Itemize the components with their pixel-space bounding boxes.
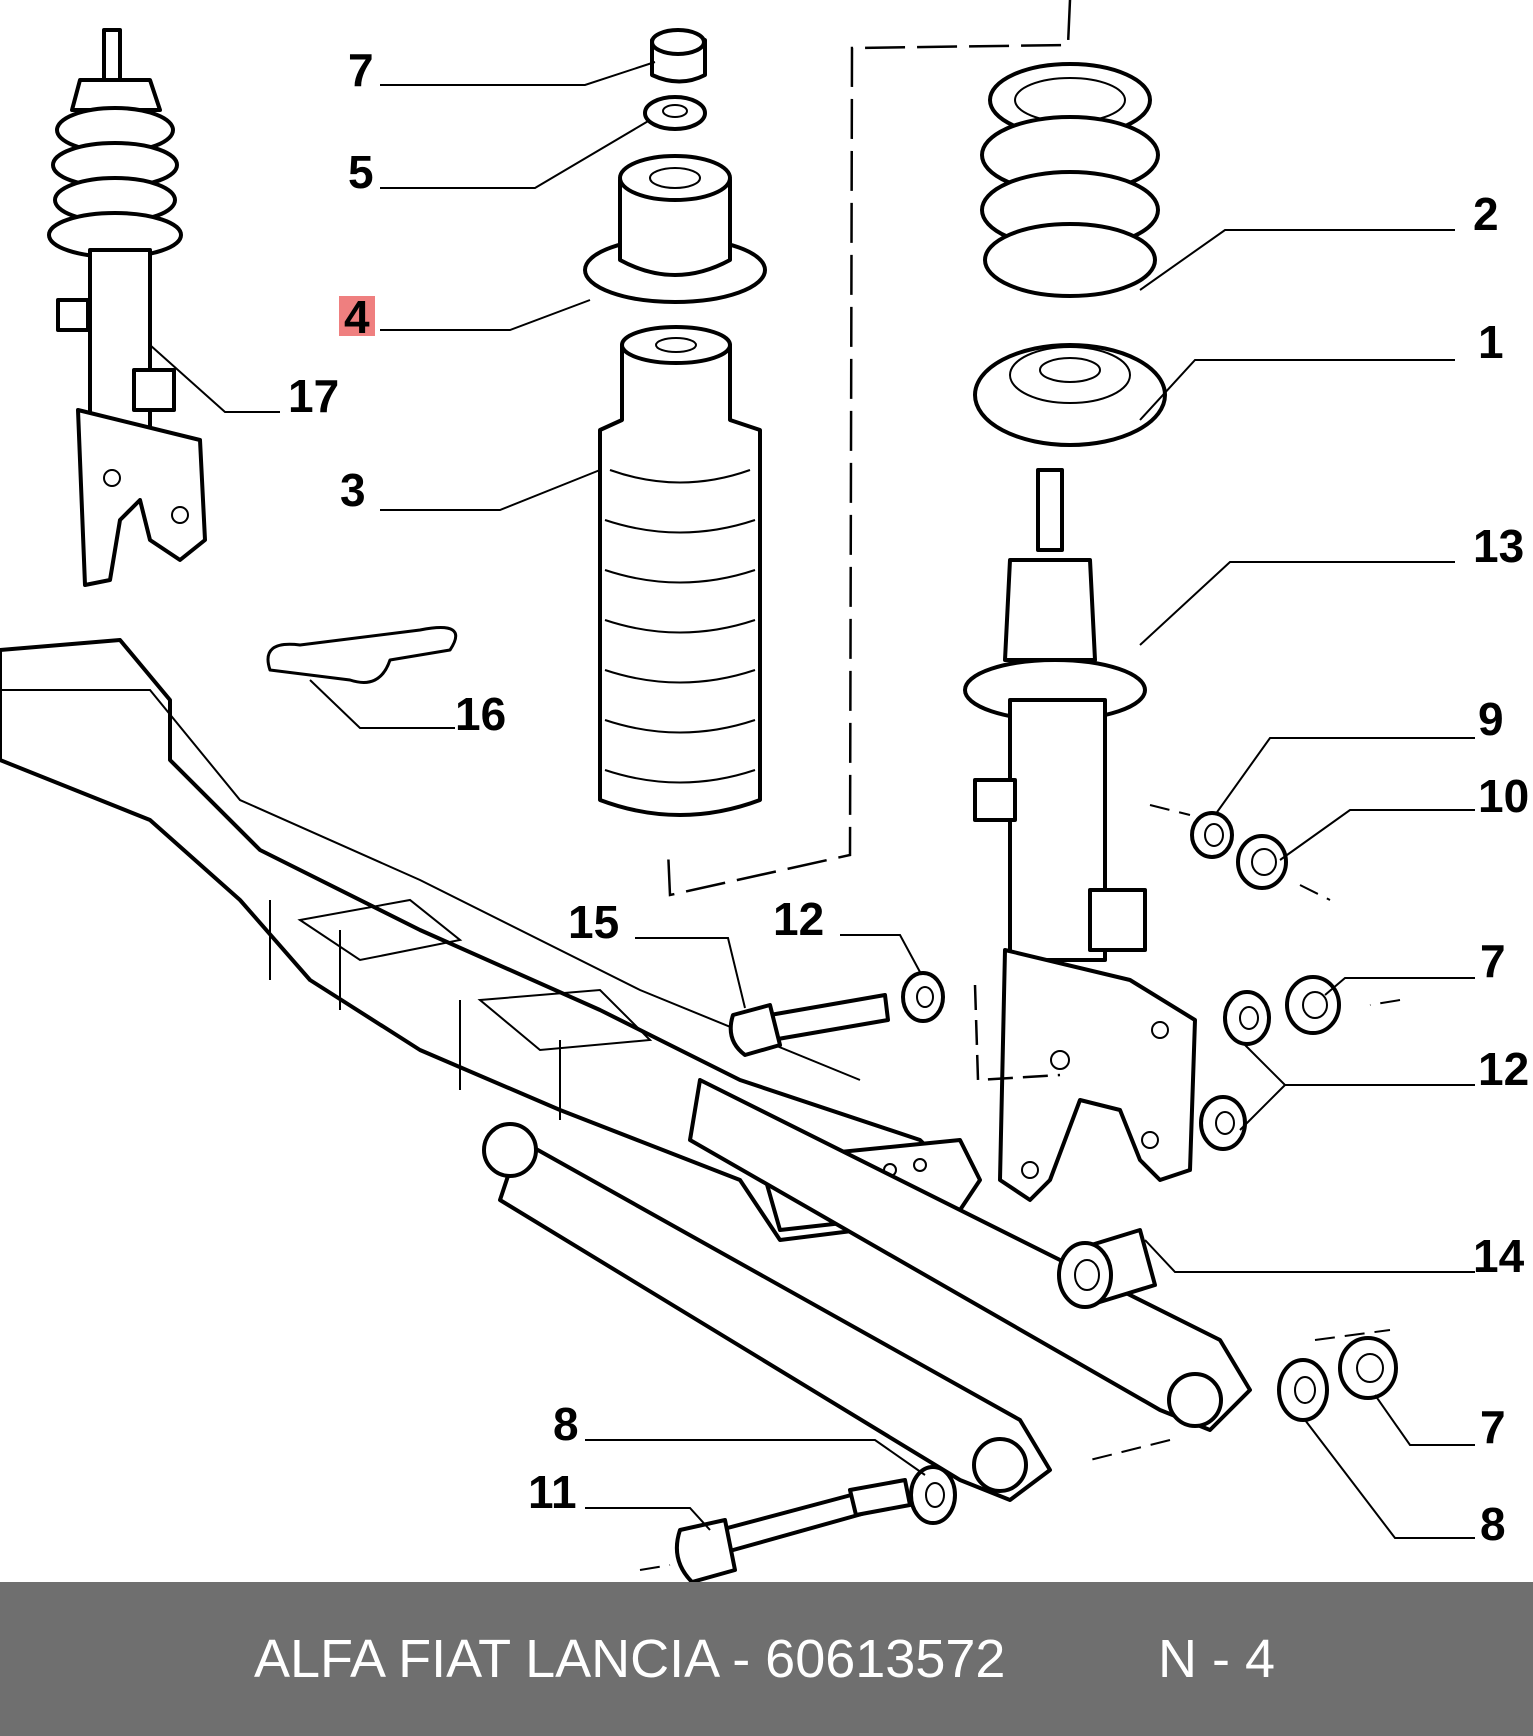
nut-7-lower (1338, 1336, 1398, 1400)
subframe (0, 638, 1252, 1502)
washer-9 (1190, 811, 1234, 859)
callout-11: 11 (528, 1466, 577, 1518)
nut-6 (650, 28, 707, 84)
washer-12-upper (901, 971, 945, 1023)
callout-8-right: 8 (1480, 1498, 1506, 1550)
callout-1: 1 (1478, 316, 1504, 368)
callout-4: 4 (344, 291, 370, 343)
assembled-strut-17 (47, 28, 207, 587)
callout-15: 15 (568, 896, 619, 948)
exploded-parts-diagram: 7 5 4 3 17 16 2 1 13 9 10 7 12 14 7 8 8 … (0, 0, 1529, 1582)
bushing-14 (1057, 1228, 1157, 1309)
callout-8-lower: 8 (553, 1398, 579, 1450)
callout-17: 17 (288, 370, 339, 422)
callout-12-right: 12 (1478, 1043, 1529, 1095)
position-reference: N - 4 (1158, 1629, 1276, 1689)
callout-14: 14 (1473, 1230, 1525, 1282)
coil-spring-2 (980, 62, 1160, 298)
upper-mount-4 (583, 154, 767, 304)
nut-10 (1236, 834, 1288, 890)
spring-seat-1 (973, 343, 1167, 447)
dashed-assembly-lines (639, 0, 1401, 1571)
callout-labels: 7 5 4 3 17 16 2 1 13 9 10 7 12 14 7 8 8 … (288, 44, 1529, 1550)
washer-12-right (1199, 990, 1271, 1151)
bolt-11 (675, 1478, 912, 1582)
callout-7-lower: 7 (1480, 1401, 1506, 1453)
strut-13 (963, 468, 1197, 1202)
clip-16 (266, 626, 458, 684)
callout-12-upper: 12 (773, 893, 824, 945)
callout-6: 7 (348, 44, 374, 96)
washer-8-right (1277, 1358, 1329, 1422)
callout-9: 9 (1478, 693, 1504, 745)
callout-13: 13 (1473, 520, 1524, 572)
washer-8-lower (909, 1465, 957, 1525)
nut-7-upper (1285, 975, 1341, 1035)
callout-4-highlight (339, 296, 375, 336)
dust-boot-3 (598, 325, 762, 817)
leader-lines (149, 61, 1475, 1539)
callout-5: 5 (348, 146, 374, 198)
callout-10: 10 (1478, 770, 1529, 822)
footer-bar: ALFA FIAT LANCIA - 60613572 N - 4 (0, 1582, 1533, 1736)
callout-3: 3 (340, 464, 366, 516)
callout-2: 2 (1473, 188, 1499, 240)
bolt-15 (728, 993, 890, 1057)
callout-16: 16 (455, 688, 506, 740)
part-number-title: ALFA FIAT LANCIA - 60613572 (254, 1629, 1006, 1689)
callout-7-upper: 7 (1480, 935, 1506, 987)
washer-5 (643, 95, 707, 131)
